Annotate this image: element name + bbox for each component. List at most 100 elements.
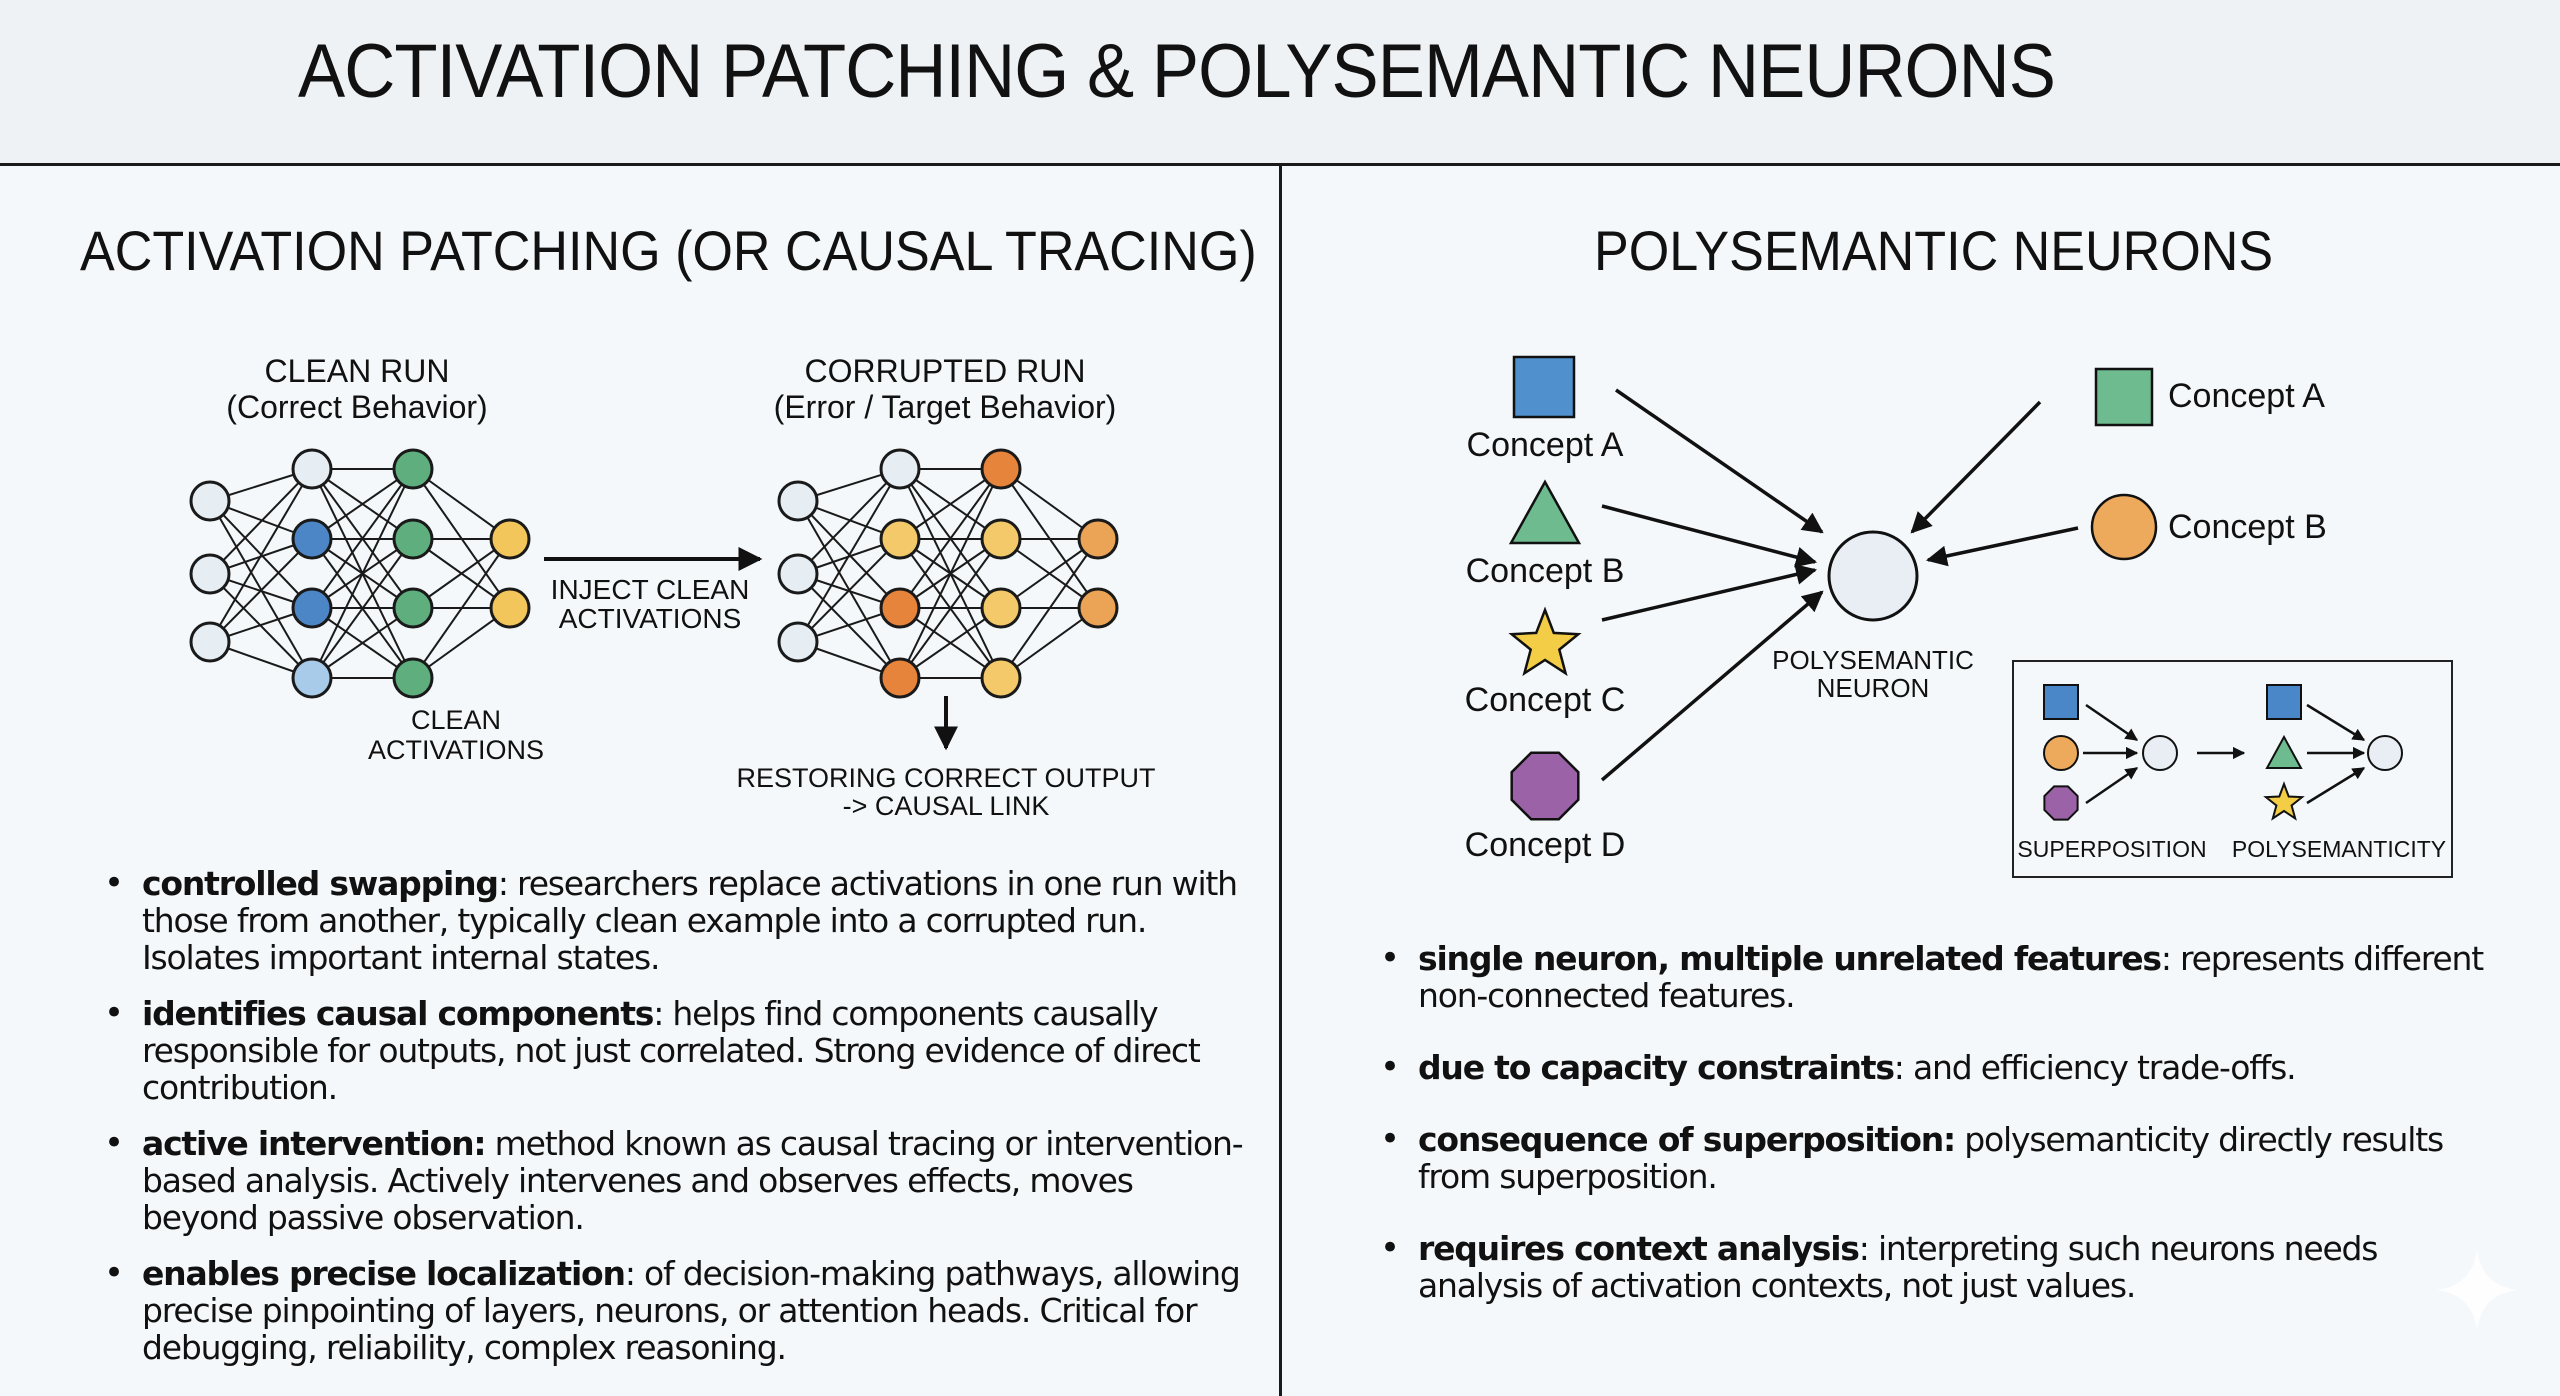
bullet-heading: identifies causal components bbox=[142, 994, 654, 1033]
inset-triangle-icon bbox=[2265, 734, 2303, 769]
clean-run-network: CLEAN RUN (Correct Behavior) CLEAN ACTIV… bbox=[189, 353, 544, 765]
right-concept-a-label: Concept A bbox=[2168, 377, 2325, 415]
arrow-concept-b-icon bbox=[1601, 504, 1818, 568]
inset-octagon-icon bbox=[2043, 785, 2079, 821]
bullet-heading: consequence of superposition: bbox=[1418, 1120, 1956, 1159]
bullet-item: single neuron, multiple unrelated featur… bbox=[1380, 940, 2510, 1014]
neuron-node-icon bbox=[777, 553, 819, 595]
bullet-heading: single neuron, multiple unrelated featur… bbox=[1418, 939, 2162, 978]
network-connection bbox=[797, 468, 901, 643]
inset-square-icon bbox=[2266, 684, 2302, 720]
restoring-label-line1: RESTORING CORRECT OUTPUT bbox=[736, 763, 1155, 793]
left-concept-c-label: Concept C bbox=[1465, 681, 1626, 719]
polysemanticity-label: POLYSEMANTICITY bbox=[2232, 836, 2446, 862]
polysemantic-bullets: single neuron, multiple unrelated featur… bbox=[1380, 940, 2510, 1339]
bullet-item: due to capacity constraints: and efficie… bbox=[1380, 1049, 2510, 1086]
neuron-node-icon bbox=[879, 657, 921, 699]
bullet-heading: due to capacity constraints bbox=[1418, 1048, 1895, 1087]
inject-arrow: INJECT CLEAN ACTIVATIONS bbox=[544, 547, 763, 634]
bullet-heading: controlled swapping bbox=[142, 864, 499, 903]
left-concept-a-label: Concept A bbox=[1467, 426, 1624, 464]
neuron-label-line2: NEURON bbox=[1817, 673, 1930, 703]
network-connection bbox=[412, 538, 511, 679]
bullet-heading: enables precise localization bbox=[142, 1254, 626, 1293]
inset-square-icon bbox=[2043, 684, 2079, 720]
neuron-node-icon bbox=[291, 657, 333, 699]
network-connection bbox=[209, 468, 313, 575]
corrupted-run-subtitle: (Error / Target Behavior) bbox=[774, 389, 1117, 425]
polysemantic-diagram: Concept A Concept B Concept C Concept D … bbox=[1465, 355, 2327, 864]
orange-circle-icon bbox=[2090, 493, 2158, 561]
network-connection bbox=[311, 468, 414, 609]
network-connection bbox=[311, 538, 414, 679]
column-divider bbox=[1279, 163, 1282, 1396]
network-connection bbox=[797, 468, 901, 575]
corrupted-run-neurons bbox=[777, 448, 1119, 699]
activation-patching-bullets: controlled swapping: researchers replace… bbox=[104, 865, 1254, 1385]
neuron-node-icon bbox=[980, 657, 1022, 699]
polysemantic-neuron-icon bbox=[1827, 530, 1919, 622]
neuron-node-icon bbox=[1077, 518, 1119, 560]
bullet-text: : interpreting such neurons needs analys… bbox=[1418, 1229, 2378, 1305]
network-connection bbox=[209, 538, 313, 643]
sparkle-icon bbox=[2436, 1249, 2518, 1331]
network-connection bbox=[899, 468, 1002, 609]
superposition-inset: SUPERPOSITION POLYSEMANTICITY bbox=[2012, 660, 2453, 878]
neuron-node-icon bbox=[489, 518, 531, 560]
neuron-node-icon bbox=[189, 480, 231, 522]
clean-run-neurons bbox=[189, 448, 531, 699]
inset-arrow-icon bbox=[2306, 766, 2366, 805]
neuron-node-icon bbox=[1077, 587, 1119, 629]
blue-square-icon bbox=[1512, 355, 1576, 419]
network-connection bbox=[899, 538, 1002, 679]
bullet-item: identifies causal components: helps find… bbox=[104, 995, 1254, 1106]
bullet-text: polysemanticity directly results from su… bbox=[1418, 1120, 2444, 1196]
neuron-node-icon bbox=[980, 587, 1022, 629]
purple-octagon-icon bbox=[1510, 751, 1580, 821]
polysemantic-neurons-title: POLYSEMANTIC NEURONS bbox=[1594, 219, 2274, 282]
bullet-item: enables precise localization: of decisio… bbox=[104, 1255, 1254, 1366]
neuron-node-icon bbox=[777, 621, 819, 663]
inject-label-line1: INJECT CLEAN bbox=[551, 574, 750, 605]
left-concept-b-label: Concept B bbox=[1466, 552, 1625, 590]
neuron-node-icon bbox=[291, 448, 333, 490]
activation-patching-title: ACTIVATION PATCHING (OR CAUSAL TRACING) bbox=[80, 219, 1257, 282]
neuron-node-icon bbox=[189, 621, 231, 663]
bullet-text: method known as causal tracing or interv… bbox=[142, 1124, 1244, 1237]
restoring-label-line2: -> CAUSAL LINK bbox=[843, 791, 1050, 821]
network-connection bbox=[899, 468, 1002, 679]
corrupted-run-title: CORRUPTED RUN bbox=[805, 353, 1086, 389]
inject-label-line2: ACTIVATIONS bbox=[559, 603, 742, 634]
neuron-node-icon bbox=[879, 448, 921, 490]
network-connection bbox=[1000, 538, 1099, 679]
inset-arrow-icon bbox=[2085, 703, 2139, 742]
bullet-heading: active intervention: bbox=[142, 1124, 487, 1163]
neuron-node-icon bbox=[879, 518, 921, 560]
green-square-icon bbox=[2094, 367, 2154, 427]
arrow-concept-a-icon bbox=[1615, 388, 1824, 534]
neuron-node-icon bbox=[189, 553, 231, 595]
green-triangle-icon bbox=[1508, 479, 1582, 545]
yellow-star-icon bbox=[1508, 606, 1582, 677]
bullet-text: : represents different non-connected fea… bbox=[1418, 939, 2484, 1015]
bullet-item: active intervention: method known as cau… bbox=[104, 1125, 1254, 1236]
bullet-item: controlled swapping: researchers replace… bbox=[104, 865, 1254, 976]
network-connection bbox=[797, 538, 901, 643]
neuron-node-icon bbox=[392, 587, 434, 629]
neuron-label-line1: POLYSEMANTIC bbox=[1772, 645, 1974, 675]
network-connection bbox=[209, 468, 313, 643]
page-title: ACTIVATION PATCHING & POLYSEMANTIC NEURO… bbox=[298, 29, 2056, 114]
neuron-node-icon bbox=[392, 518, 434, 560]
bullet-text: : and efficiency trade-offs. bbox=[1893, 1048, 2297, 1087]
neuron-node-icon bbox=[291, 587, 333, 629]
inset-circle-icon bbox=[2043, 735, 2079, 771]
bullet-text: : of decision-making pathways, allowing … bbox=[142, 1254, 1241, 1367]
bullet-text: : researchers replace activations in one… bbox=[142, 864, 1238, 977]
network-connection bbox=[311, 468, 414, 679]
bullet-item: consequence of superposition: polysemant… bbox=[1380, 1121, 2510, 1195]
neuron-node-icon bbox=[291, 518, 333, 560]
inset-neuron-icon bbox=[2142, 735, 2178, 771]
clean-run-connections bbox=[209, 468, 511, 679]
corrupted-run-connections bbox=[797, 468, 1099, 679]
